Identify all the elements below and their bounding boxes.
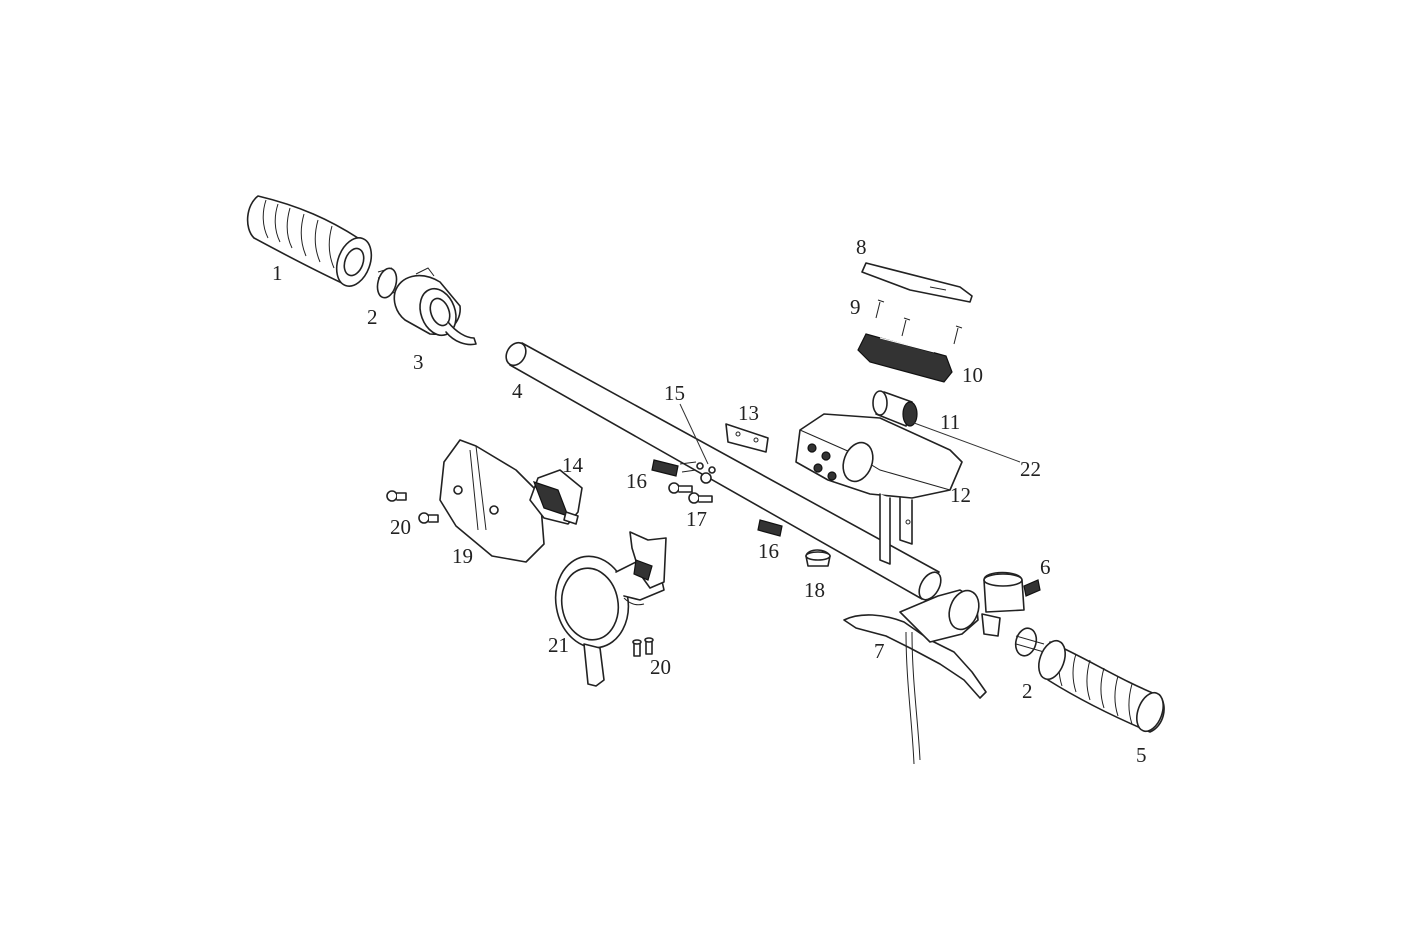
- label-part-11: 11: [940, 410, 960, 434]
- display-housing: [795, 413, 963, 565]
- label-part-16-lower: 16: [758, 539, 779, 563]
- right-grip: [1038, 639, 1165, 733]
- mounting-bolts: [668, 472, 713, 504]
- label-part-6: 6: [1040, 555, 1051, 579]
- label-part-17: 17: [686, 507, 707, 531]
- display-module: [857, 333, 953, 383]
- handlebar-tube: [505, 341, 942, 601]
- label-part-16-upper: 16: [626, 469, 647, 493]
- label-part-10: 10: [962, 363, 983, 387]
- label-part-7: 7: [874, 639, 885, 663]
- cylinder-sleeve: [872, 390, 918, 427]
- label-part-12: 12: [950, 483, 971, 507]
- throttle-assembly: [393, 267, 477, 346]
- leader-line-15: [679, 403, 709, 465]
- screws-left: [386, 490, 439, 524]
- label-part-5: 5: [1136, 743, 1147, 767]
- right-spring: [1014, 627, 1045, 657]
- bell-right: [981, 571, 1041, 637]
- top-cover-plate: [861, 262, 973, 303]
- screws-right: [632, 637, 654, 657]
- leader-line-22: [905, 419, 1021, 463]
- cable-clip-lower: [757, 519, 783, 537]
- label-part-2-left: 2: [367, 305, 378, 329]
- label-part-18: 18: [804, 578, 825, 602]
- label-part-1: 1: [272, 261, 283, 285]
- small-screws: [875, 299, 963, 345]
- label-part-13: 13: [738, 401, 759, 425]
- left-spring: [376, 267, 398, 299]
- label-part-9: 9: [850, 295, 861, 319]
- label-part-15: 15: [664, 381, 685, 405]
- horn-bell: [554, 531, 667, 687]
- cable-clip-upper: [651, 459, 716, 477]
- label-part-4: 4: [512, 379, 523, 403]
- label-part-21: 21: [548, 633, 569, 657]
- brake-lever: [843, 589, 987, 765]
- label-part-19: 19: [452, 544, 473, 568]
- left-grip: [246, 195, 373, 287]
- label-part-14: 14: [562, 453, 584, 477]
- label-part-20-right: 20: [650, 655, 671, 679]
- label-part-8: 8: [856, 235, 867, 259]
- label-part-20-left: 20: [390, 515, 411, 539]
- label-part-3: 3: [413, 350, 424, 374]
- label-part-2-right: 2: [1022, 679, 1033, 703]
- bracket-plate: [725, 423, 769, 453]
- label-part-22: 22: [1020, 457, 1041, 481]
- plug-cap: [805, 549, 831, 567]
- switch-cover: [439, 439, 545, 563]
- switch-module: [529, 469, 583, 525]
